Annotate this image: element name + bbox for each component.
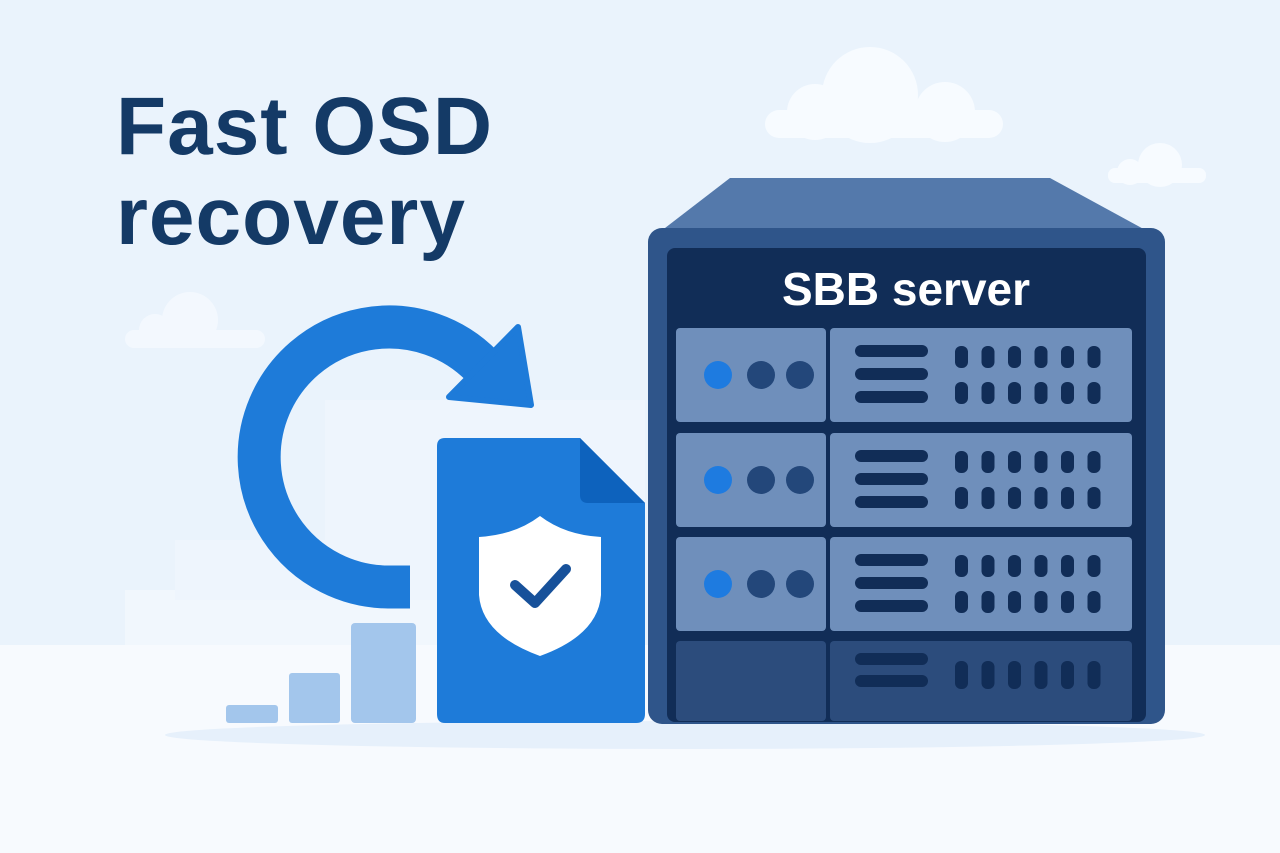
vent-slot-icon <box>1034 487 1048 509</box>
vent-slot-icon <box>1087 591 1101 613</box>
server-icon: SBB server <box>648 178 1165 724</box>
vent-line-icon <box>855 554 928 566</box>
vent-slot-icon <box>1008 555 1021 577</box>
status-led-icon <box>747 466 775 494</box>
vent-slot-icon <box>1008 346 1021 368</box>
vent-line-icon <box>855 450 928 462</box>
status-led-icon <box>786 570 814 598</box>
server-top <box>652 178 1160 238</box>
bar-medium <box>289 673 340 723</box>
vent-slot-icon <box>1087 487 1101 509</box>
headline-line-2: recovery <box>116 171 466 262</box>
vent-slot-icon <box>955 451 968 473</box>
vent-slot-icon <box>955 382 968 404</box>
vent-slot-icon <box>1061 555 1074 577</box>
vent-slot-icon <box>1034 555 1048 577</box>
headline-line-1: Fast OSD <box>116 81 494 172</box>
vent-slot-icon <box>955 487 968 509</box>
server-label: SBB server <box>782 263 1030 315</box>
vent-slot-icon <box>1008 487 1021 509</box>
vent-slot-icon <box>981 661 995 689</box>
cloud-icon <box>1108 143 1206 187</box>
drive-bay-left <box>676 641 826 721</box>
vent-line-icon <box>855 675 928 687</box>
bar-small <box>226 705 278 723</box>
vent-slot-icon <box>955 661 968 689</box>
vent-slot-icon <box>1034 451 1048 473</box>
status-led-icon <box>747 570 775 598</box>
vent-slot-icon <box>1008 382 1021 404</box>
document-icon <box>437 438 645 723</box>
vent-slot-icon <box>1087 382 1101 404</box>
vent-line-icon <box>855 600 928 612</box>
vent-slot-icon <box>1061 591 1074 613</box>
vent-slot-icon <box>981 382 995 404</box>
status-led-icon <box>704 466 732 494</box>
vent-line-icon <box>855 368 928 380</box>
vent-line-icon <box>855 577 928 589</box>
bar-large <box>351 623 416 723</box>
vent-slot-icon <box>955 591 968 613</box>
vent-slot-icon <box>1087 451 1101 473</box>
status-led-icon <box>704 570 732 598</box>
vent-slot-icon <box>1061 382 1074 404</box>
cloud-icon <box>765 47 1003 143</box>
vent-slot-icon <box>1034 346 1048 368</box>
vent-slot-icon <box>1087 661 1101 689</box>
vent-slot-icon <box>1008 591 1021 613</box>
status-led-icon <box>747 361 775 389</box>
vent-slot-icon <box>1061 661 1074 689</box>
vent-slot-icon <box>981 591 995 613</box>
cloud-icon <box>125 292 265 348</box>
vent-slot-icon <box>1061 346 1074 368</box>
vent-slot-icon <box>981 451 995 473</box>
vent-slot-icon <box>981 487 995 509</box>
vent-line-icon <box>855 473 928 485</box>
vent-line-icon <box>855 345 928 357</box>
vent-slot-icon <box>955 346 968 368</box>
vent-slot-icon <box>1034 591 1048 613</box>
vent-slot-icon <box>981 555 995 577</box>
vent-slot-icon <box>981 346 995 368</box>
vent-line-icon <box>855 653 928 665</box>
vent-slot-icon <box>1034 382 1048 404</box>
vent-slot-icon <box>1034 661 1048 689</box>
vent-slot-icon <box>1008 451 1021 473</box>
vent-line-icon <box>855 496 928 508</box>
vent-slot-icon <box>1061 487 1074 509</box>
ground-shadow <box>165 721 1205 749</box>
refresh-arrow-icon <box>237 305 534 609</box>
shield-check-icon <box>479 516 601 656</box>
vent-slot-icon <box>1008 661 1021 689</box>
vent-slot-icon <box>1087 555 1101 577</box>
status-led-icon <box>786 466 814 494</box>
vent-slot-icon <box>1087 346 1101 368</box>
status-led-icon <box>786 361 814 389</box>
bar-chart-icon <box>226 623 416 723</box>
vent-line-icon <box>855 391 928 403</box>
status-led-icon <box>704 361 732 389</box>
vent-slot-icon <box>1061 451 1074 473</box>
vent-slot-icon <box>955 555 968 577</box>
